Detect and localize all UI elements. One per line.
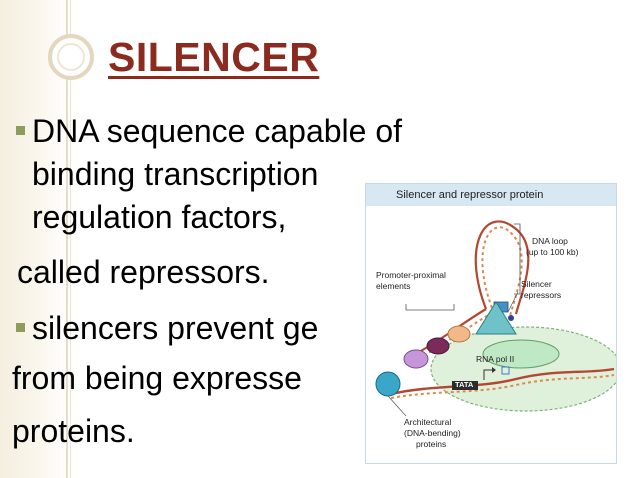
dna-loop-diagram [375, 220, 616, 417]
label-promoter-1: Promoter-proximal [376, 270, 446, 280]
label-architectural-1: Architectural [404, 417, 452, 427]
body-line-4: called repressors. [17, 254, 270, 290]
body-line-6: from being expresse [12, 360, 302, 396]
bullet-icon [16, 126, 25, 135]
label-rna-pol: RNA pol II [476, 354, 515, 364]
body-line-3: regulation factors, [32, 199, 287, 235]
label-dna-loop: DNA loop [532, 236, 568, 246]
body-line-7: proteins. [12, 413, 135, 449]
label-silencer-1: Silencer [521, 279, 552, 289]
figure-title: Silencer and repressor protein [366, 184, 616, 206]
bullet-icon [16, 323, 25, 332]
label-tata: TATA [455, 380, 474, 389]
decorative-circle-inner [57, 43, 85, 71]
slide-title: SILENCER [108, 34, 320, 80]
silencer-figure: Silencer and repressor protein DNA loop … [365, 183, 617, 464]
decorative-line [70, 0, 71, 478]
label-dna-loop-size: (up to 100 kb) [526, 247, 579, 257]
label-architectural-2: (DNA-bending) [404, 428, 461, 438]
label-architectural-3: proteins [416, 439, 447, 449]
label-silencer-2: repressors [521, 290, 562, 300]
bullet-line-1: DNA sequence capable of [32, 113, 403, 149]
bullet-line-2: silencers prevent ge [32, 310, 319, 346]
body-line-2: binding transcription [32, 156, 319, 192]
left-decorative-band [0, 0, 68, 478]
decorative-line [66, 0, 68, 478]
label-promoter-2: elements [376, 281, 411, 291]
